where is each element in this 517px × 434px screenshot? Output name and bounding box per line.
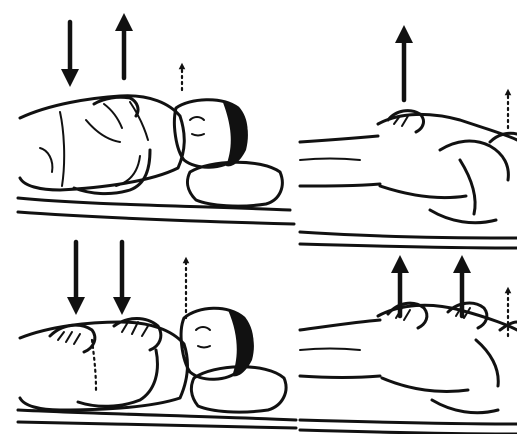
hand-left (50, 325, 95, 352)
panel-bottom-right (300, 264, 517, 434)
legs (300, 320, 380, 330)
torso (20, 322, 187, 410)
arm (78, 350, 157, 406)
pillow (188, 162, 283, 206)
panel-top-right (300, 34, 517, 248)
panel-bottom-left (18, 242, 296, 428)
floor-mat (18, 198, 290, 210)
legs (300, 136, 378, 142)
panel-top-left (18, 22, 294, 224)
torso (20, 96, 184, 190)
